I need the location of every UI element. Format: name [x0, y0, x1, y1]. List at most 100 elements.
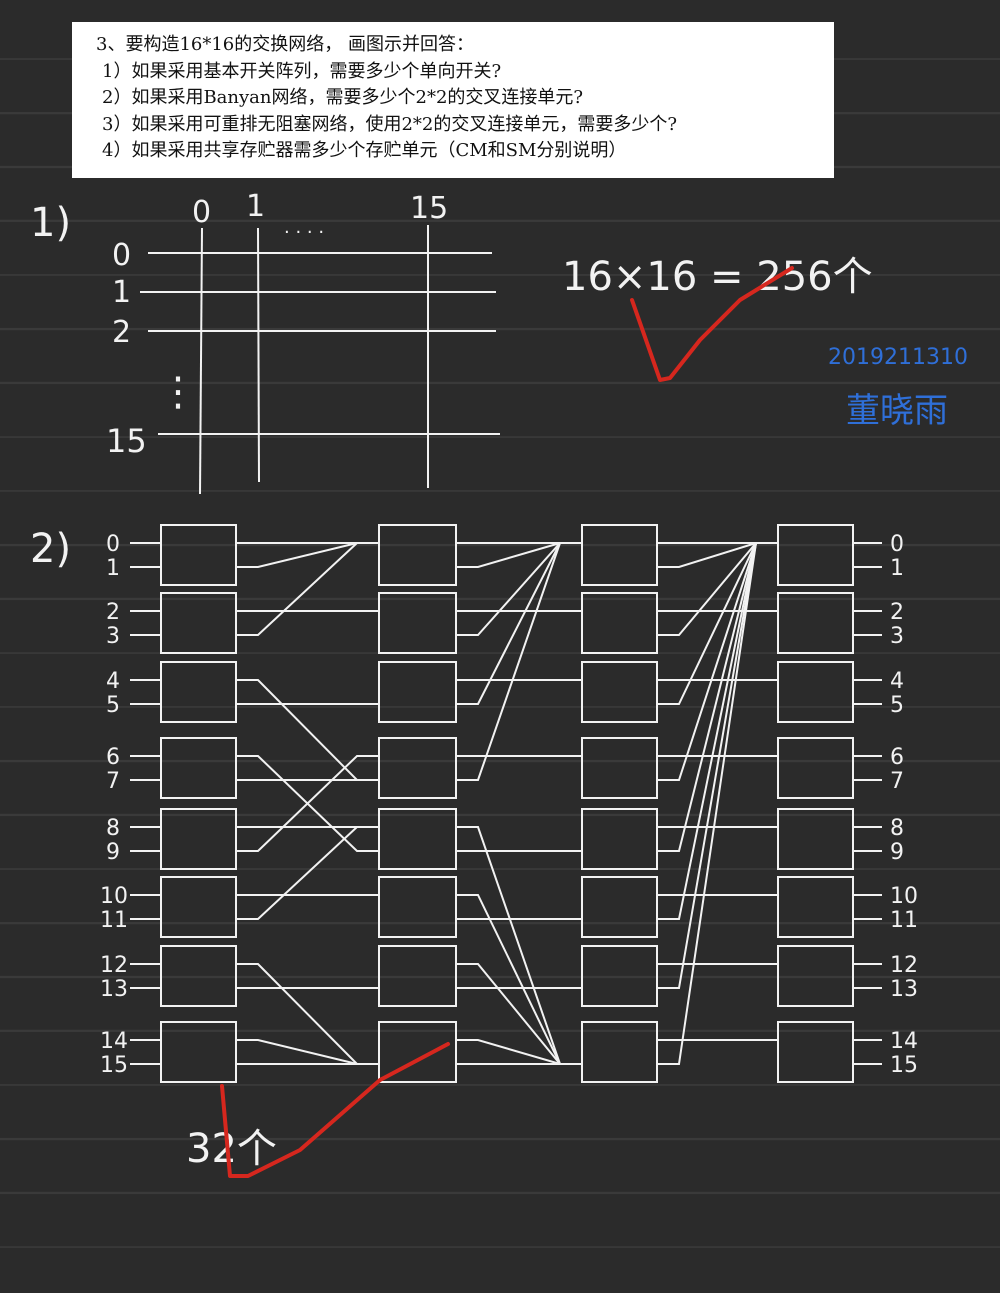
switch-box-2x2	[777, 524, 854, 586]
switch-box-2x2	[378, 808, 457, 870]
question-title: 3、要构造16*16的交换网络， 画图示并回答：	[96, 34, 474, 55]
switch-box-2x2	[777, 808, 854, 870]
banyan-input-label: 13	[100, 977, 128, 1002]
banyan-input-label: 9	[106, 840, 120, 865]
interstage-wire	[657, 542, 778, 989]
interstage-wire	[456, 1039, 582, 1065]
interstage-wire	[456, 542, 582, 568]
switch-box-2x2	[777, 876, 854, 938]
check-mark-part2	[220, 1042, 450, 1178]
banyan-input-label: 5	[106, 693, 120, 718]
part2-label: 2)	[30, 526, 71, 572]
crossbar-col-label: 15	[410, 191, 448, 226]
banyan-output-label: 1	[890, 556, 904, 581]
question-card: 3、要构造16*16的交换网络， 画图示并回答： 1）如果采用基本开关阵列，需要…	[72, 22, 834, 178]
interstage-wire	[236, 679, 379, 781]
switch-box-2x2	[581, 1021, 658, 1083]
banyan-input-label: 15	[100, 1053, 128, 1078]
crossbar-row-dots: ⋮	[158, 369, 198, 415]
switch-box-2x2	[581, 592, 658, 654]
crossbar-col-dots: · · · ·	[284, 222, 324, 243]
banyan-output-label: 11	[890, 908, 918, 933]
interstage-wire	[456, 542, 582, 636]
banyan-input-label: 11	[100, 908, 128, 933]
switch-box-2x2	[160, 945, 237, 1007]
banyan-output-label: 3	[890, 624, 904, 649]
banyan-output-label: 4	[890, 669, 904, 694]
switch-box-2x2	[378, 737, 457, 799]
switch-box-2x2	[160, 808, 237, 870]
banyan-output-label: 8	[890, 816, 904, 841]
crossbar-row-label: 2	[112, 315, 131, 350]
part2-answer: 32个	[186, 1126, 277, 1172]
interstage-wire	[236, 542, 379, 636]
interstage-wire	[657, 542, 778, 781]
interstage-wire	[236, 826, 379, 920]
banyan-input-label: 4	[106, 669, 120, 694]
interstage-wire	[236, 542, 379, 568]
banyan-input-label: 1	[106, 556, 120, 581]
part1-answer: 16×16 = 256个	[562, 254, 873, 300]
switch-box-2x2	[160, 524, 237, 586]
switch-box-2x2	[777, 945, 854, 1007]
banyan-network	[130, 524, 882, 1083]
part1-label: 1)	[30, 200, 71, 246]
switch-box-2x2	[777, 737, 854, 799]
banyan-output-label: 10	[890, 884, 918, 909]
switch-box-2x2	[160, 661, 237, 723]
student-id: 2019211310	[828, 345, 968, 370]
crossbar-row-label: 15	[106, 422, 147, 460]
crossbar-col-line	[257, 227, 260, 483]
switch-box-2x2	[378, 524, 457, 586]
switch-box-2x2	[160, 737, 237, 799]
crossbar-col-label: 0	[192, 195, 211, 230]
interstage-wire	[236, 963, 379, 1065]
banyan-input-label: 10	[100, 884, 128, 909]
switch-box-2x2	[581, 524, 658, 586]
switch-box-2x2	[581, 808, 658, 870]
question-item-4: 4）如果采用共享存贮器需多少个存贮单元（CM和SM分别说明）	[102, 140, 627, 161]
crossbar-row-label: 0	[112, 238, 131, 273]
switch-box-2x2	[581, 737, 658, 799]
banyan-input-label: 0	[106, 532, 120, 557]
switch-box-2x2	[378, 1021, 457, 1083]
interstage-wire	[657, 542, 778, 920]
banyan-input-label: 7	[106, 769, 120, 794]
interstage-wire	[456, 894, 582, 1065]
interstage-wire	[236, 1039, 379, 1065]
banyan-input-label: 8	[106, 816, 120, 841]
banyan-input-label: 14	[100, 1029, 128, 1054]
banyan-input-label: 3	[106, 624, 120, 649]
switch-box-2x2	[777, 661, 854, 723]
check-mark-part1	[630, 266, 794, 382]
switch-box-2x2	[581, 661, 658, 723]
banyan-input-label: 6	[106, 745, 120, 770]
switch-box-2x2	[378, 945, 457, 1007]
crossbar-col-line	[199, 227, 203, 495]
banyan-output-label: 7	[890, 769, 904, 794]
interstage-wire	[456, 542, 582, 781]
interstage-wire	[236, 755, 379, 852]
question-item-2: 2）如果采用Banyan网络，需要多少个2*2的交叉连接单元?	[102, 87, 584, 108]
banyan-output-label: 15	[890, 1053, 918, 1078]
banyan-output-label: 13	[890, 977, 918, 1002]
crossbar-col-label: 1	[246, 189, 265, 224]
banyan-output-label: 0	[890, 532, 904, 557]
banyan-output-label: 12	[890, 953, 918, 978]
banyan-input-label: 2	[106, 600, 120, 625]
banyan-output-label: 9	[890, 840, 904, 865]
switch-box-2x2	[581, 876, 658, 938]
crossbar-row-label: 1	[112, 275, 131, 310]
crossbar-grid	[140, 225, 500, 495]
question-item-3: 3）如果采用可重排无阻塞网络，使用2*2的交叉连接单元，需要多少个?	[102, 113, 678, 135]
banyan-output-label: 5	[890, 693, 904, 718]
switch-box-2x2	[160, 1021, 237, 1083]
switch-box-2x2	[160, 876, 237, 938]
switch-box-2x2	[378, 876, 457, 938]
question-item-1: 1）如果采用基本开关阵列，需要多少个单向开关?	[102, 60, 502, 82]
banyan-output-label: 6	[890, 745, 904, 770]
switch-box-2x2	[378, 592, 457, 654]
switch-box-2x2	[160, 592, 237, 654]
